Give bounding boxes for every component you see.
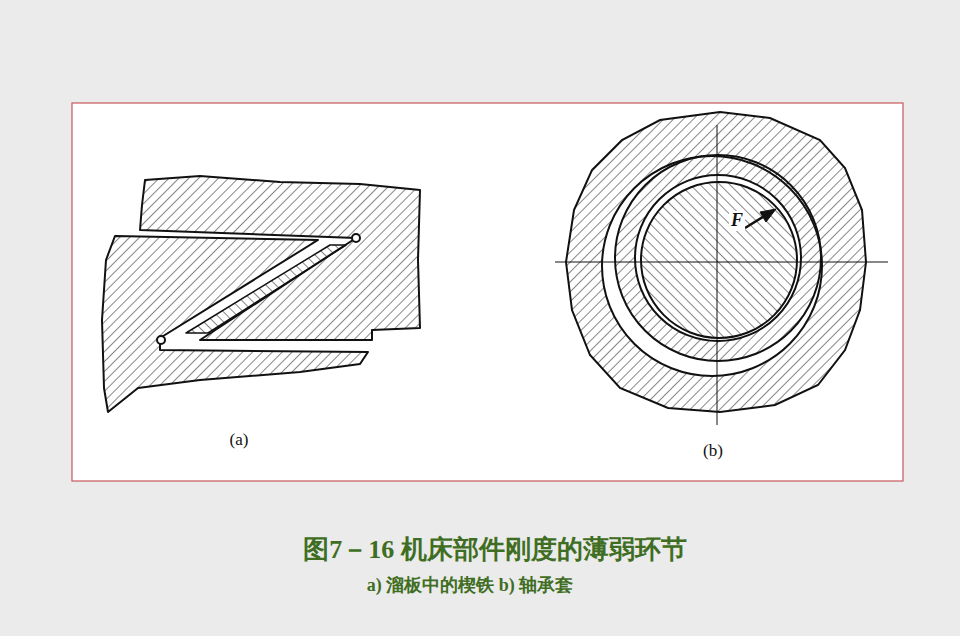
bearing-figure bbox=[555, 112, 888, 425]
slide-figure bbox=[102, 176, 420, 412]
subfigure-label: (a) bbox=[230, 431, 249, 450]
panel bbox=[72, 103, 903, 481]
subcaption: a) 溜板中的楔铁 b) 轴承套 bbox=[367, 576, 574, 596]
subfigure-label: (b) bbox=[703, 442, 723, 461]
figure-caption: 图7－16 机床部件刚度的薄弱环节 bbox=[303, 536, 687, 565]
force-label: F bbox=[729, 211, 745, 231]
